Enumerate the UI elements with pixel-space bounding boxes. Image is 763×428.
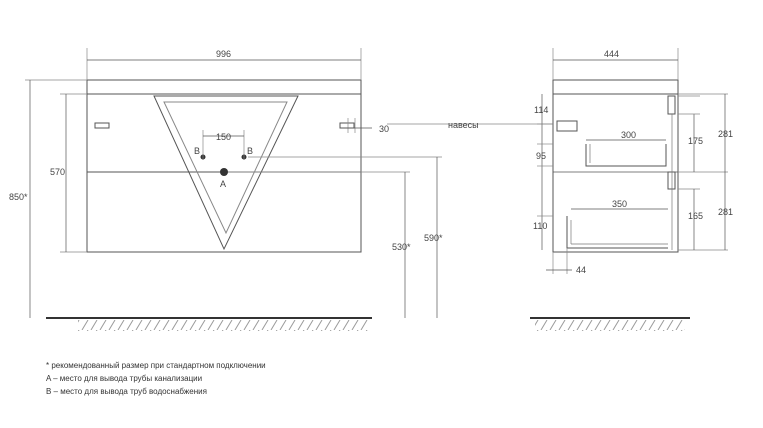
dim-95-label: 95 xyxy=(536,151,546,161)
front-width-label: 996 xyxy=(216,49,231,59)
point-a-label: A xyxy=(220,179,226,189)
dim-175-label: 175 xyxy=(688,136,703,146)
triangle-cutout-inner xyxy=(163,101,288,235)
side-depth-label: 444 xyxy=(604,49,619,59)
side-cabinet-body xyxy=(552,93,679,253)
point-a-marker xyxy=(220,168,228,176)
note-point-b: B – место для вывода труб водоснабжения xyxy=(46,387,207,396)
dim-350-label: 350 xyxy=(612,199,627,209)
pipe-spacing-label: 150 xyxy=(216,132,231,142)
note-recommended: * рекомендованный размер при стандартном… xyxy=(46,361,266,370)
dim-165-label: 165 xyxy=(688,211,703,221)
hinge-left xyxy=(94,122,110,129)
side-front-panel-top xyxy=(667,95,676,115)
side-hinge xyxy=(556,120,578,132)
side-front-panel-bottom xyxy=(667,171,676,190)
side-view: 444 навесы 114 95 110 300 350 175 165 28… xyxy=(448,48,733,331)
dim-110-label: 110 xyxy=(533,221,547,231)
dim-114-label: 114 xyxy=(534,105,548,115)
front-height-label: 570 xyxy=(50,167,65,177)
countertop xyxy=(86,79,362,95)
point-b-right-label: B xyxy=(247,146,253,156)
dim-300-label: 300 xyxy=(621,130,636,140)
dim-281-bottom-label: 281 xyxy=(718,207,733,217)
front-floor-hatch xyxy=(78,320,368,331)
side-floor-hatch xyxy=(535,320,685,331)
hinge-right xyxy=(339,122,355,129)
hinge-offset-label: 30 xyxy=(379,124,389,134)
front-view: B B A 150 996 570 850* 30 530* 5 xyxy=(9,48,555,331)
dim-281-top-label: 281 xyxy=(718,129,733,139)
point-b-left-label: B xyxy=(194,146,200,156)
hinges-label: навесы xyxy=(448,120,479,130)
pipe-b-height-label: 590* xyxy=(424,233,443,243)
side-countertop xyxy=(552,79,679,95)
upper-drawer xyxy=(585,144,667,167)
total-height-label: 850* xyxy=(9,192,28,202)
note-point-a: A – место для вывода трубы канализации xyxy=(46,374,203,383)
pipe-a-height-label: 530* xyxy=(392,242,411,252)
dim-44-label: 44 xyxy=(576,265,586,275)
triangle-cutout-outer xyxy=(153,95,299,251)
